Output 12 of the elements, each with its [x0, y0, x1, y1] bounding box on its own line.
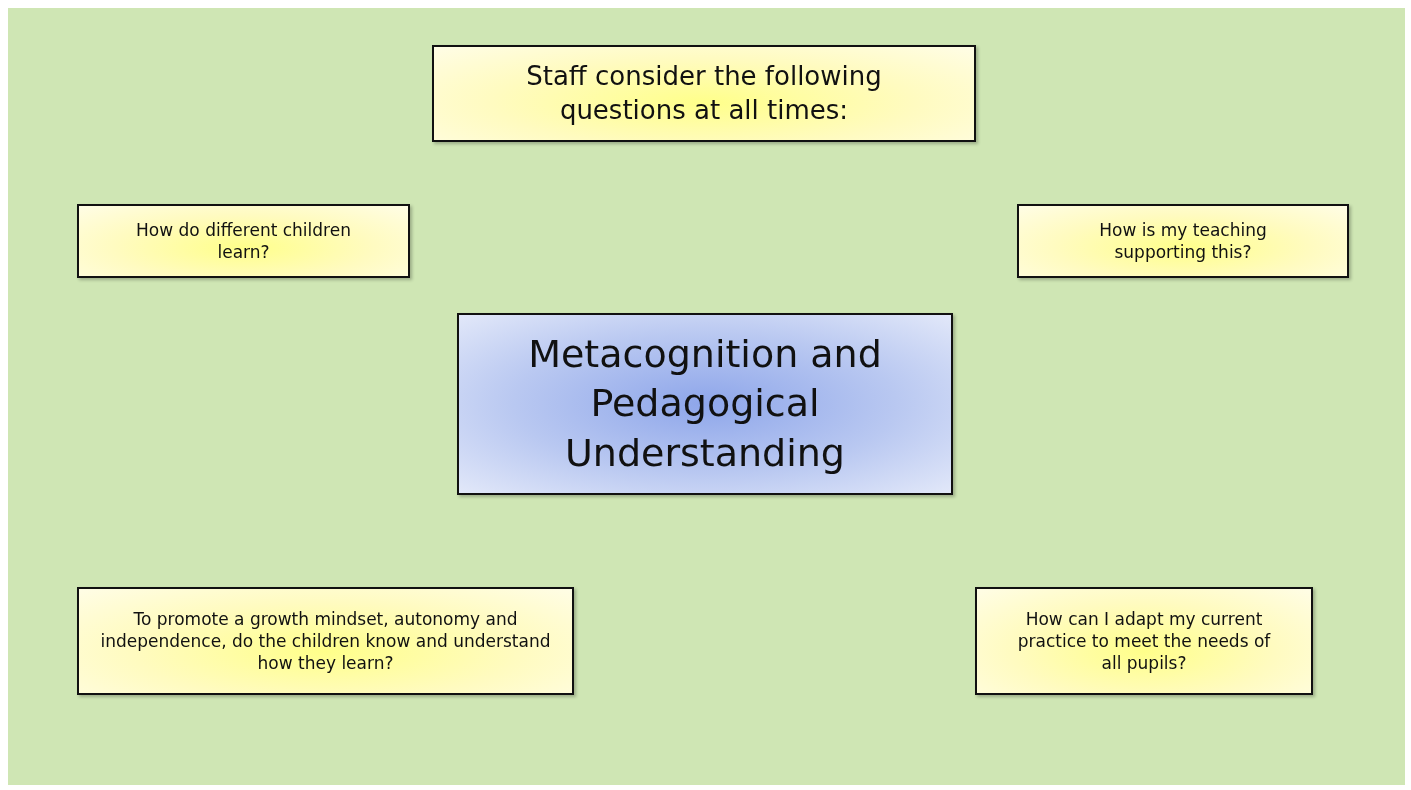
- question-box: [77, 204, 410, 278]
- topic-text: Metacognition and Pedagogical Understanding: [527, 330, 883, 477]
- question-text: Staff consider the following questions at all times:: [525, 59, 883, 127]
- question-box: [975, 587, 1313, 695]
- question-box: [77, 587, 574, 695]
- question-text: How can I adapt my current practice to meet the needs of all pupils?: [1016, 607, 1272, 675]
- question-box: [432, 45, 976, 142]
- central-topic-box: [457, 313, 953, 495]
- question-text: How do different children learn?: [135, 218, 352, 264]
- question-text: How is my teaching supporting this?: [1098, 218, 1268, 264]
- question-box: [1017, 204, 1349, 278]
- question-text: To promote a growth mindset, autonomy and independence, do the children know and understand how they learn?: [99, 607, 552, 675]
